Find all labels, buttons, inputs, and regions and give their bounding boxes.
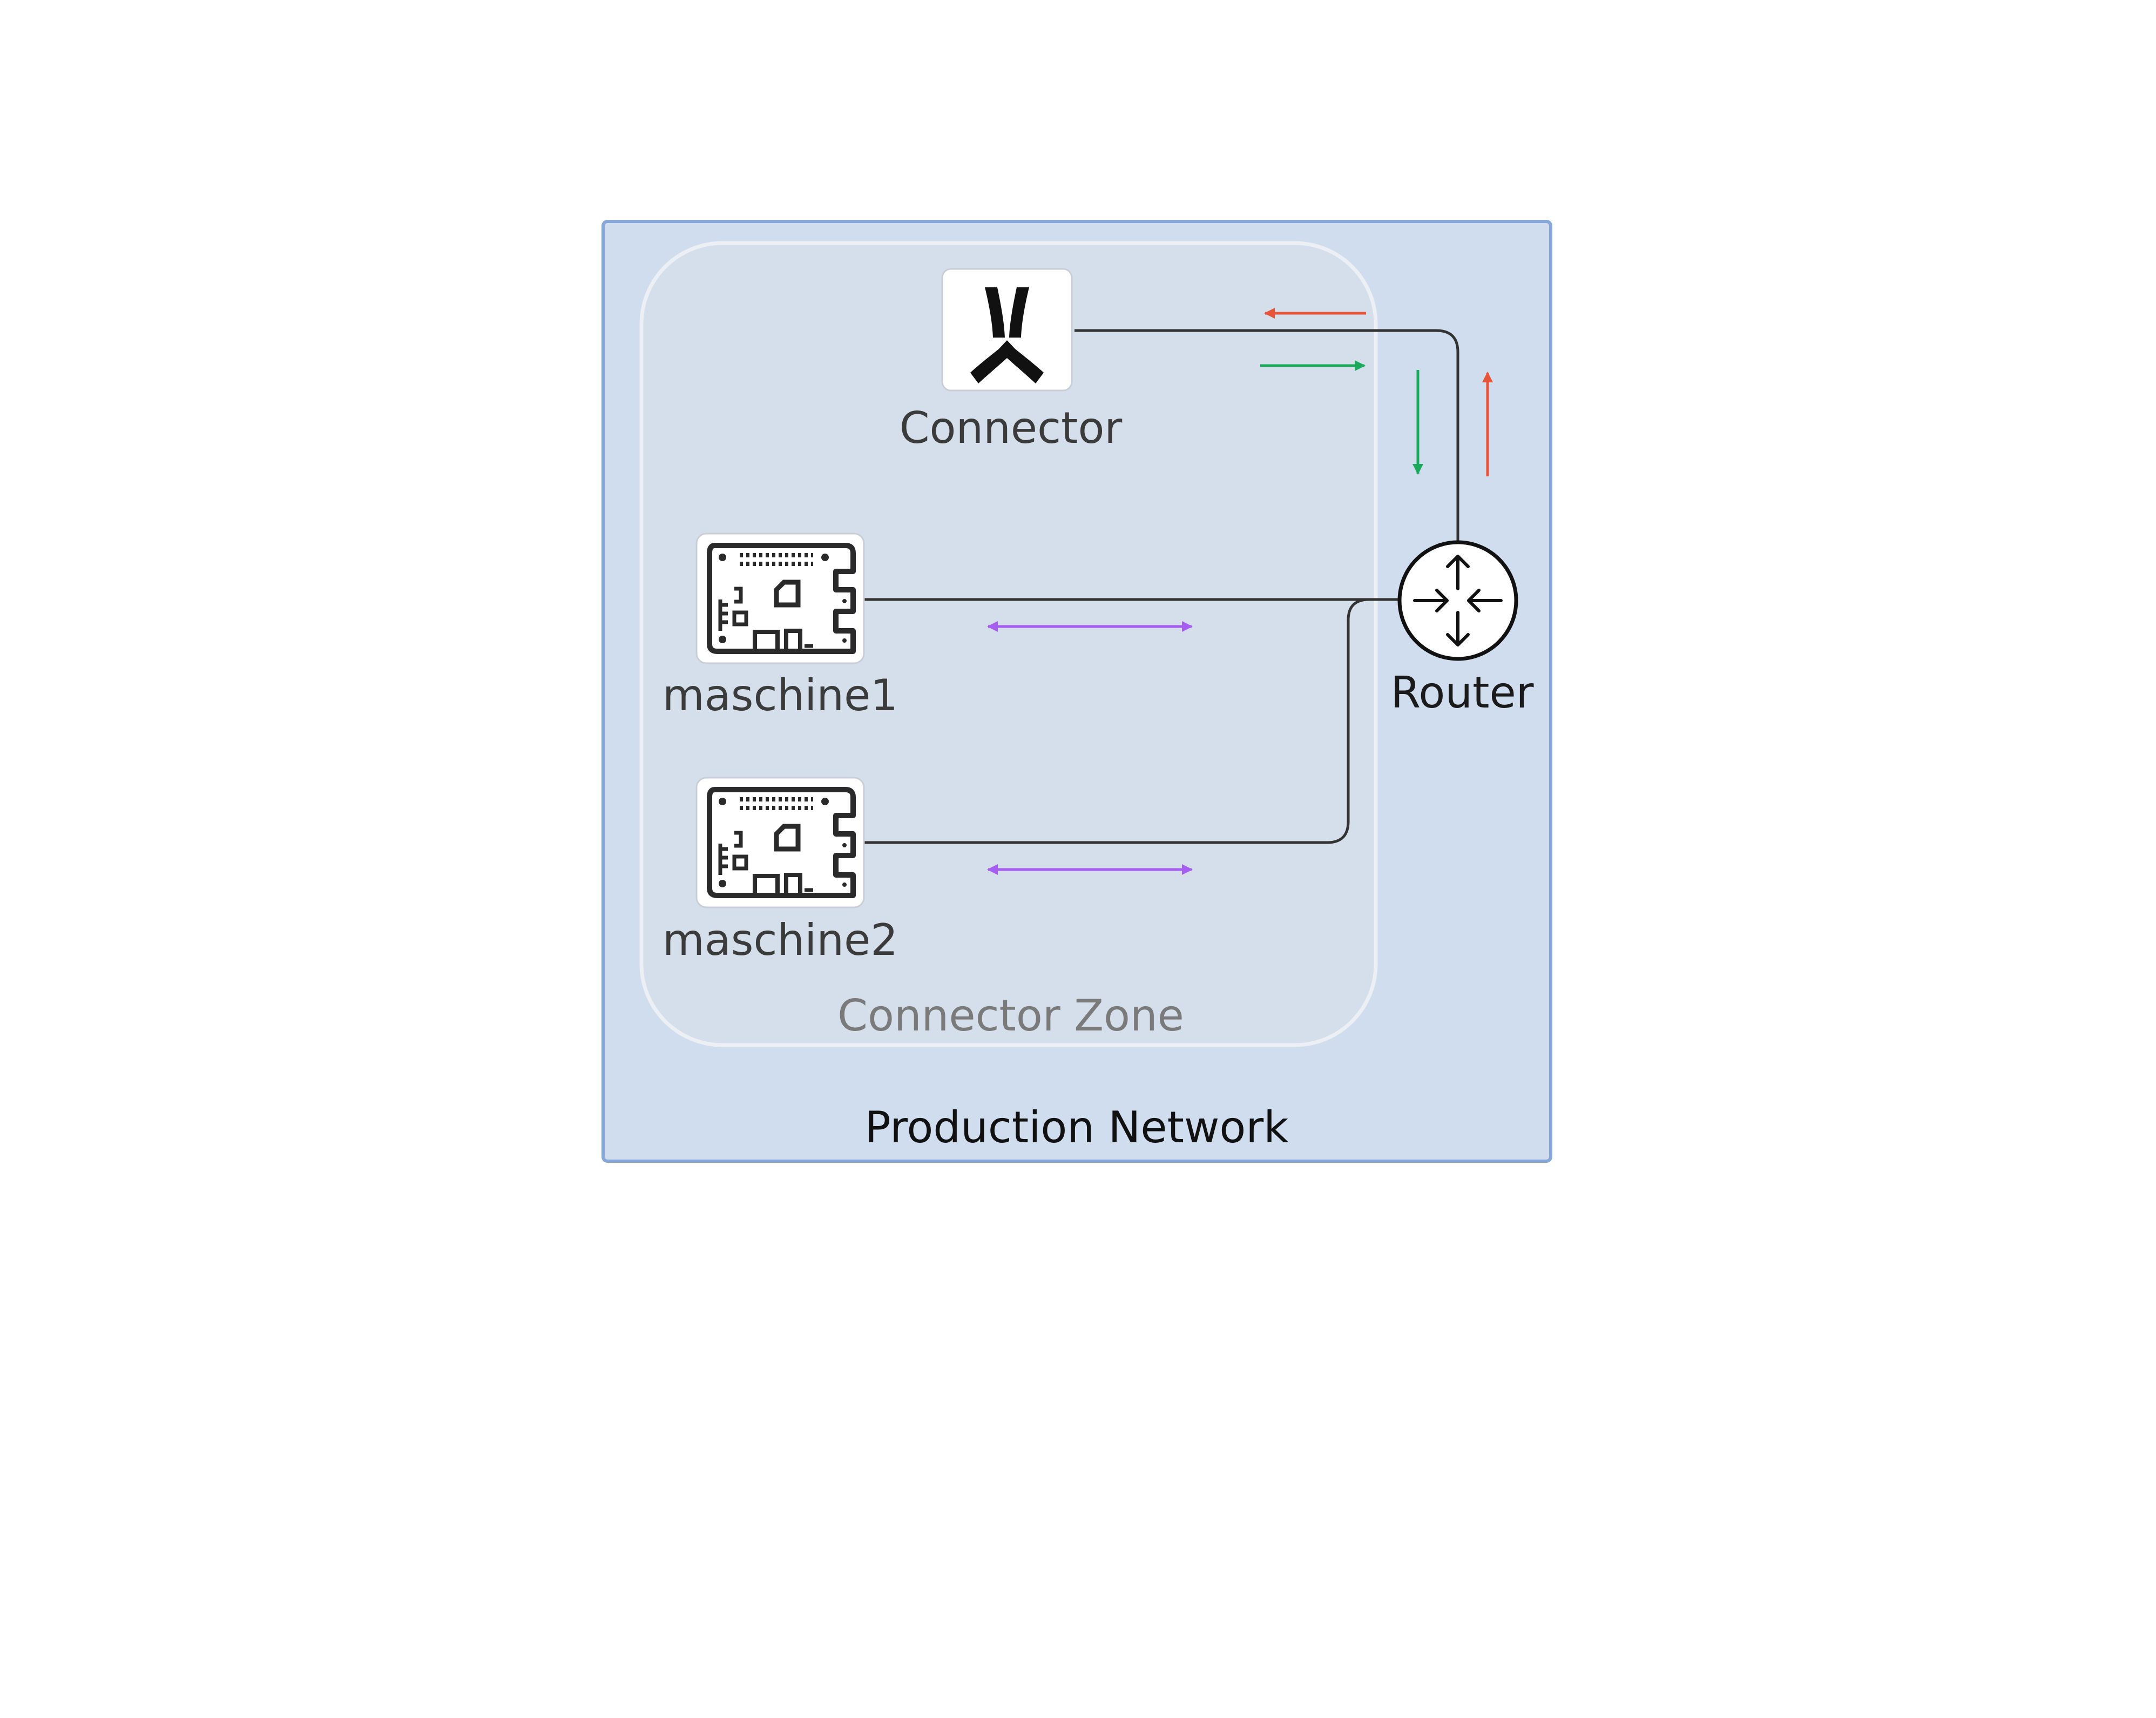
machine2-label: maschine2 [663, 915, 898, 965]
machine1-tile [695, 533, 865, 664]
production-network-label: Production Network [864, 1102, 1289, 1153]
router-label: Router [1390, 668, 1533, 718]
machine2-node[interactable]: maschine2 [663, 777, 898, 965]
machine1-node[interactable]: maschine1 [663, 533, 898, 720]
flow-arrows [987, 308, 1493, 875]
connector-tile [941, 268, 1073, 392]
machine1-label: maschine1 [663, 670, 898, 720]
router-node[interactable]: Router [1390, 540, 1534, 718]
connector-logo-icon [970, 287, 1044, 383]
machine2-tile [695, 777, 865, 908]
machine2-router-link [864, 598, 1398, 844]
circuit-board-icon [707, 543, 856, 654]
connector-label: Connector [900, 403, 1123, 453]
connector-router-link [1074, 329, 1459, 541]
connections [864, 329, 1459, 844]
circuit-board-icon [707, 787, 856, 898]
router-icon [1397, 540, 1518, 661]
connector-zone-label: Connector Zone [837, 991, 1184, 1041]
connector-node[interactable]: Connector [900, 268, 1123, 453]
